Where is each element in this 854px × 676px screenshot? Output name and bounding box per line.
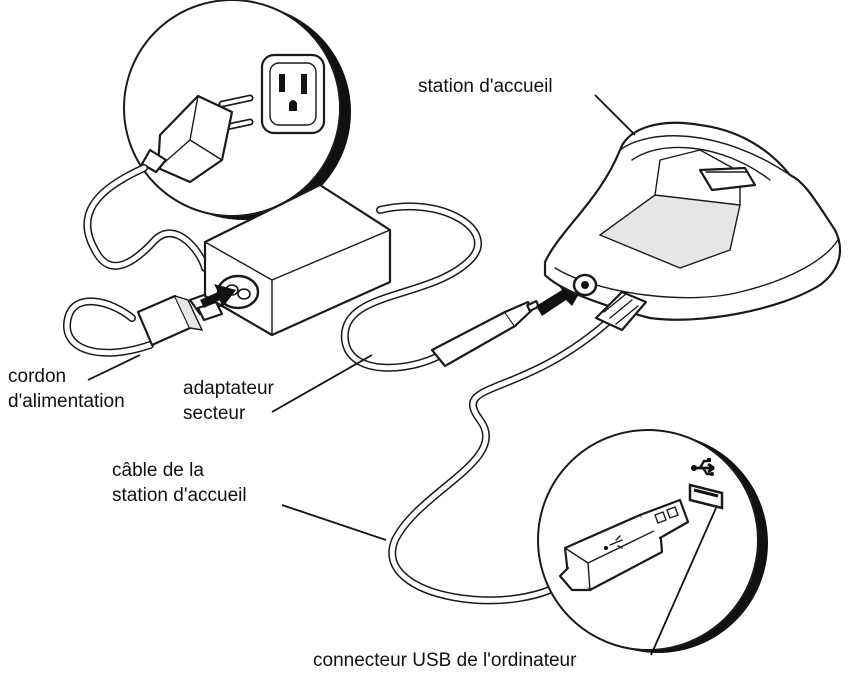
- plug-head: [140, 94, 254, 184]
- leader-adapter: [271, 354, 373, 413]
- ac-adapter: [203, 183, 392, 337]
- usb-plug: [558, 498, 690, 592]
- arrow-icon: [200, 284, 236, 308]
- leader-cord: [87, 354, 141, 381]
- label-station: station d'accueil: [418, 74, 553, 99]
- leader-station: [594, 94, 636, 136]
- dc-cable: [340, 202, 540, 372]
- label-cable-line2: station d'accueil: [112, 485, 247, 506]
- label-usb-connector: connecteur USB de l'ordinateur: [313, 648, 576, 673]
- leader-cable: [281, 504, 387, 541]
- label-cord-line2: d'alimentation: [8, 391, 125, 412]
- leader-usb: [650, 507, 717, 656]
- label-cable: câble de la station d'accueil: [112, 458, 247, 508]
- label-usb-connector-text: connecteur USB de l'ordinateur: [313, 650, 577, 671]
- label-adapter-line1: adaptateur: [183, 378, 274, 399]
- docking-station: [543, 121, 842, 321]
- label-adapter: adaptateur secteur: [183, 376, 274, 426]
- outlet-icon: [260, 53, 326, 135]
- leader-lines: [87, 94, 717, 656]
- dock-usb-cable: [388, 290, 648, 605]
- label-cable-line1: câble de la: [112, 460, 204, 481]
- power-plug-inset: [123, 0, 351, 220]
- label-cord-line1: cordon: [8, 366, 67, 387]
- usb-inset: [537, 429, 768, 653]
- label-station-text: station d'accueil: [418, 76, 553, 97]
- label-cord: cordon d'alimentation: [8, 364, 125, 414]
- usb-icon: [691, 458, 715, 476]
- label-adapter-line2: secteur: [183, 403, 246, 424]
